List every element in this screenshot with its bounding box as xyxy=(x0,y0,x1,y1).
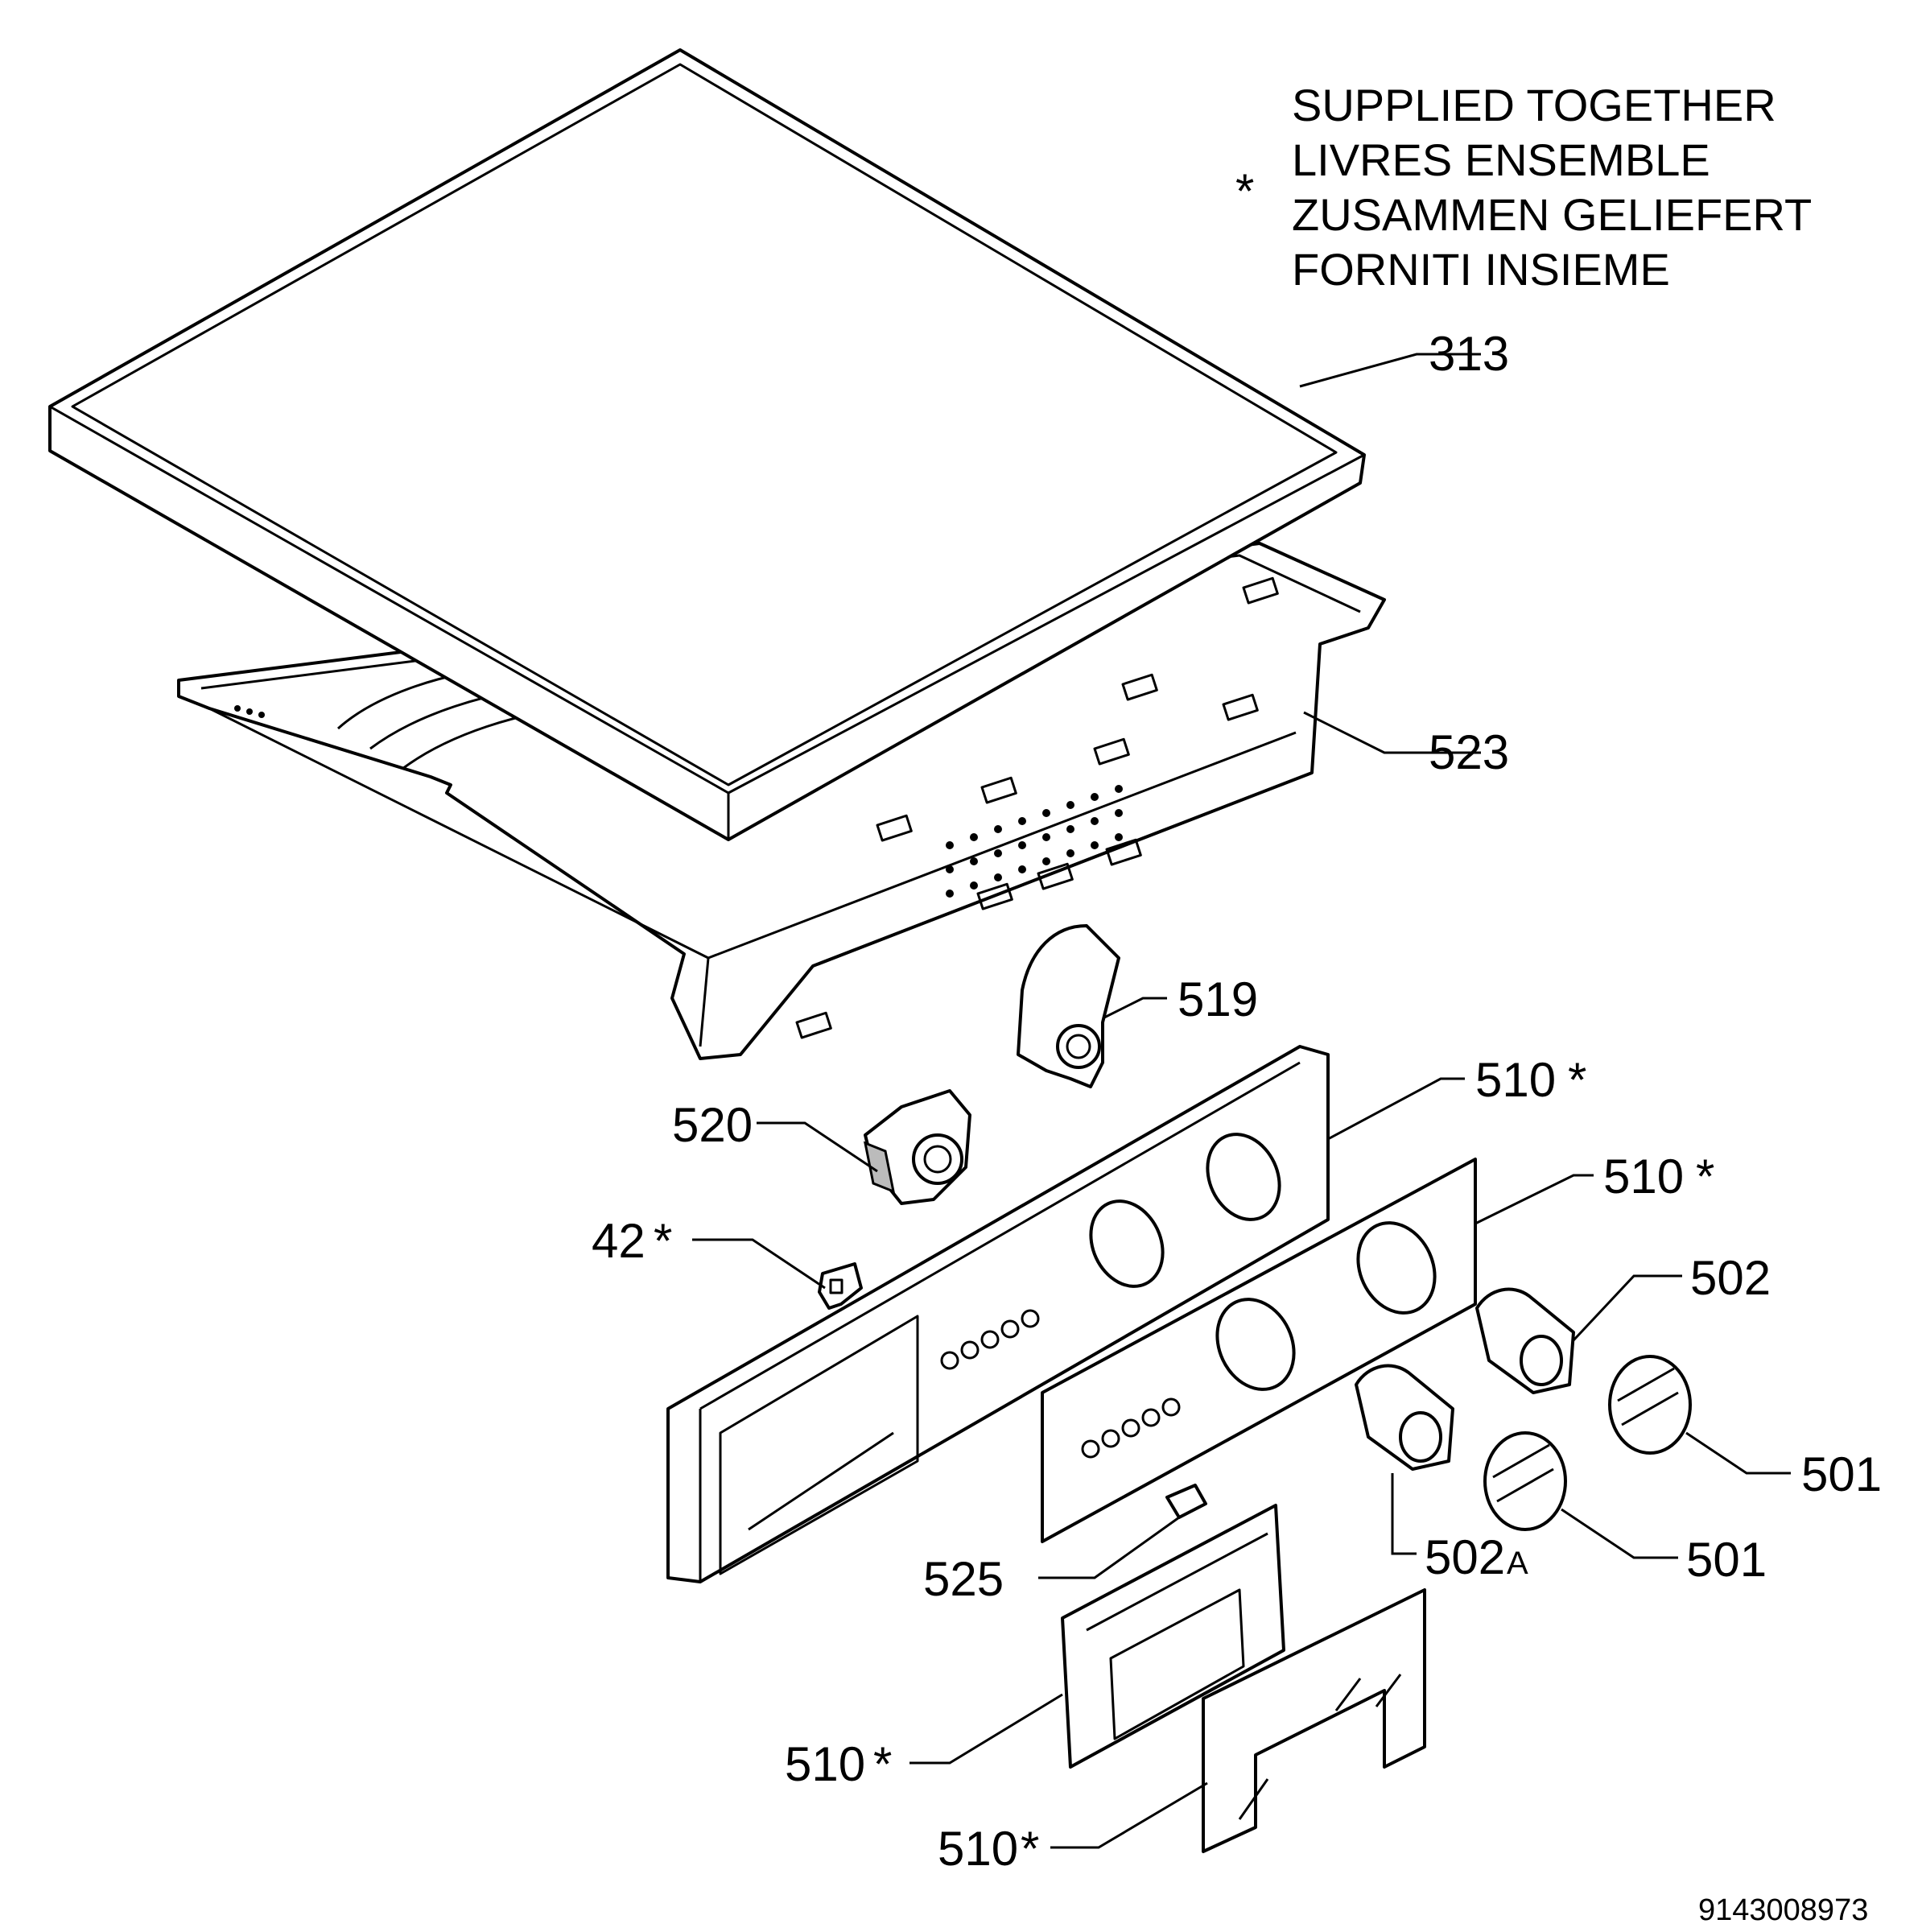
callout-510-window: 510 xyxy=(938,1822,1018,1876)
callout-501-upper: 501 xyxy=(1801,1447,1882,1501)
leader-lines xyxy=(692,353,1791,1849)
note-line-1: SUPPLIED TOGETHER xyxy=(1292,80,1776,130)
part-510-window-cover xyxy=(1202,1588,1426,1853)
callout-510-panel: 510 xyxy=(1475,1053,1556,1107)
callout-510-sheet-asterisk: * xyxy=(1696,1150,1714,1203)
callout-502a-suffix: A xyxy=(1507,1546,1528,1581)
part-501-knob-lower xyxy=(1483,1431,1567,1531)
note-line-2: LIVRES ENSEMBLE xyxy=(1292,134,1710,185)
callout-510-drawer: 510 xyxy=(785,1737,865,1791)
note-line-3: ZUSAMMEN GELIEFERT xyxy=(1292,189,1812,240)
callout-501-lower: 501 xyxy=(1686,1533,1767,1587)
callout-525: 525 xyxy=(923,1552,1004,1606)
callout-313: 313 xyxy=(1429,327,1509,381)
note-line-4: FORNITI INSIEME xyxy=(1292,244,1670,295)
part-519-switch-housing xyxy=(1017,924,1120,1088)
callout-510-panel-asterisk: * xyxy=(1568,1053,1586,1107)
part-42-clip xyxy=(818,1262,863,1310)
callout-510-sheet: 510 xyxy=(1603,1150,1684,1203)
callout-510-drawer-asterisk: * xyxy=(873,1737,892,1791)
part-525-pin xyxy=(1165,1484,1207,1519)
callout-502a: 502 xyxy=(1425,1530,1505,1584)
part-520-switch xyxy=(863,1089,971,1205)
part-502-bushing xyxy=(1475,1287,1575,1394)
callout-520: 520 xyxy=(672,1098,753,1152)
callout-labels: 313 523 519 520 510 * 510 * 42 * 502 501… xyxy=(592,327,1882,1876)
document-number: 9143008973 xyxy=(1698,1893,1868,1927)
part-510-drawer-front xyxy=(1061,1504,1285,1769)
callout-519: 519 xyxy=(1178,972,1258,1026)
supplied-together-note: * SUPPLIED TOGETHER LIVRES ENSEMBLE ZUSA… xyxy=(1235,80,1812,295)
callout-510-window-asterisk: * xyxy=(1021,1822,1039,1876)
callout-502: 502 xyxy=(1690,1251,1771,1305)
part-501-knob-upper xyxy=(1608,1355,1692,1455)
note-asterisk: * xyxy=(1235,164,1254,218)
callout-42: 42 xyxy=(592,1214,645,1268)
callout-42-asterisk: * xyxy=(654,1214,672,1268)
part-510-fascia-sheet xyxy=(1041,1158,1477,1543)
part-313-worktop xyxy=(48,48,1366,841)
callout-523: 523 xyxy=(1429,725,1509,779)
part-502a-bushing xyxy=(1355,1364,1454,1471)
part-510-control-panel xyxy=(666,1045,1330,1583)
